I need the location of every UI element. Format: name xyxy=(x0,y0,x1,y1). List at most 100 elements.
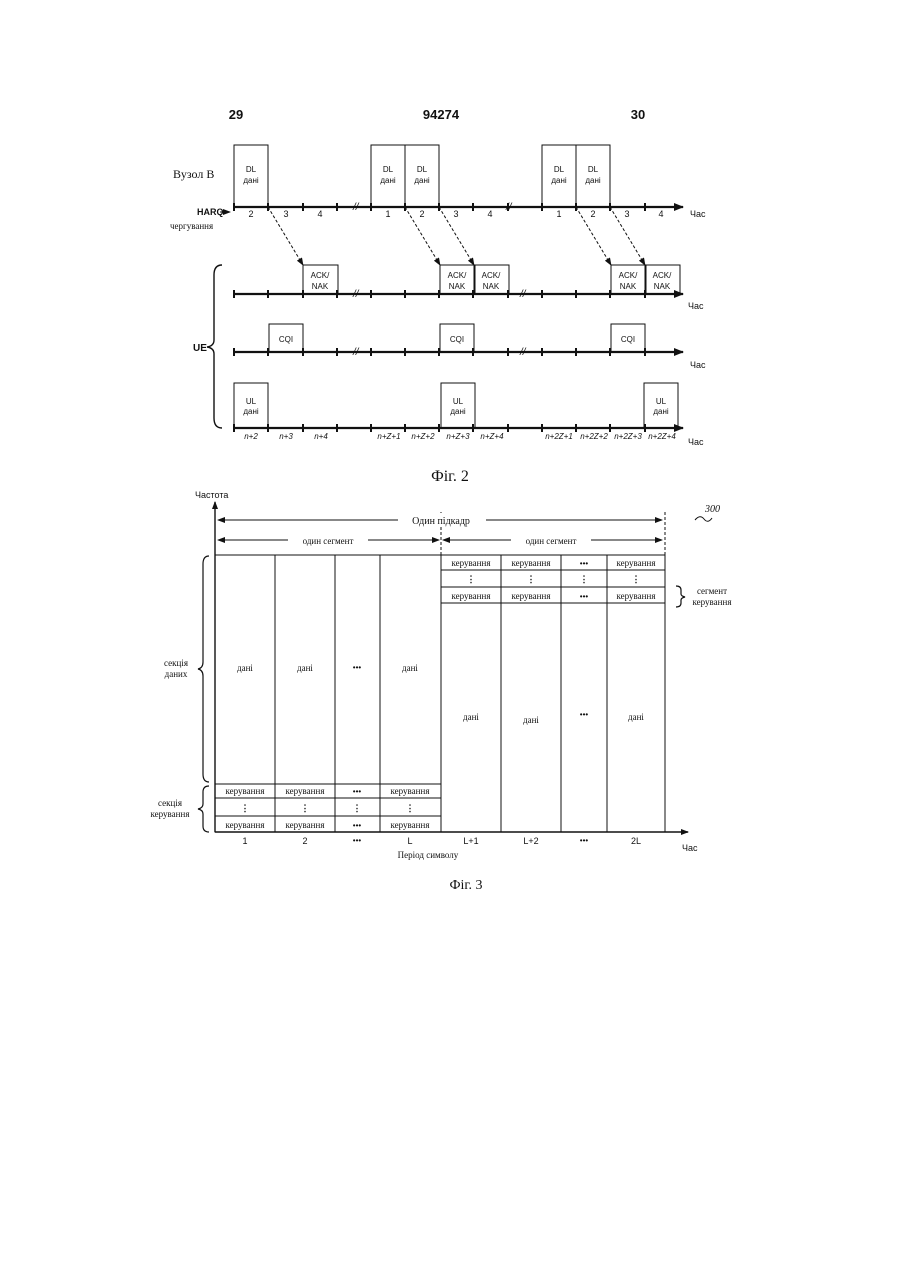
svg-text:DL: DL xyxy=(383,165,394,174)
cqi-time-label: Час xyxy=(690,360,706,370)
ack-nak-box: ACK/ NAK xyxy=(440,265,475,294)
svg-text:CQI: CQI xyxy=(279,335,293,344)
patent-number: 94274 xyxy=(423,107,460,122)
data-section-brace xyxy=(198,556,209,782)
harq-label: HARQ xyxy=(197,207,224,217)
harq-tick-label: 4 xyxy=(487,209,492,219)
fig2-diagram: Вузол В Час HARQ чергування // // DL дан… xyxy=(170,145,706,485)
svg-text:DL: DL xyxy=(246,165,257,174)
ul-box: UL дані xyxy=(644,383,678,428)
symbol-tick-label: L xyxy=(407,836,412,846)
vertical-ellipsis: ⋮ xyxy=(241,803,250,813)
ack-nak-box: ACK/ NAK xyxy=(645,265,680,294)
svg-text:DL: DL xyxy=(554,165,565,174)
ul-time-label: Час xyxy=(688,437,704,447)
node-b-time-label: Час xyxy=(690,209,706,219)
ue-brace xyxy=(207,265,222,428)
ue-tick-label: n+Z+2 xyxy=(411,432,435,441)
svg-text:NAK: NAK xyxy=(620,282,637,291)
harq-tick-label: 2 xyxy=(248,209,253,219)
harq-tick-label: 4 xyxy=(317,209,322,219)
control-cell: керування xyxy=(226,820,265,830)
ue-tick-label: n+2Z+3 xyxy=(614,432,642,441)
time-label: Час xyxy=(682,843,698,853)
page-number-right: 30 xyxy=(631,107,645,122)
svg-text:дані: дані xyxy=(243,176,259,185)
control-section-brace xyxy=(198,786,209,832)
data-cell: дані xyxy=(463,712,479,722)
control-cell: керування xyxy=(617,591,656,601)
node-b-label: Вузол В xyxy=(173,167,214,181)
svg-text:ACK/: ACK/ xyxy=(448,271,467,280)
ue-tick-label: n+3 xyxy=(279,432,293,441)
ellipsis: ••• xyxy=(353,787,362,796)
interlace-label: чергування xyxy=(170,221,213,231)
svg-text:ACK/: ACK/ xyxy=(619,271,638,280)
svg-text:NAK: NAK xyxy=(654,282,671,291)
svg-text:UL: UL xyxy=(453,397,464,406)
ellipsis: ••• xyxy=(580,592,589,601)
svg-text:дані: дані xyxy=(585,176,601,185)
svg-text:дані: дані xyxy=(243,407,259,416)
reference-numeral: 300 xyxy=(704,504,720,515)
cqi-box: CQI xyxy=(440,324,474,352)
vertical-ellipsis: ⋮ xyxy=(353,803,362,813)
harq-tick-label: 3 xyxy=(453,209,458,219)
ue-tick-label: n+2 xyxy=(244,432,258,441)
svg-text:UL: UL xyxy=(656,397,667,406)
svg-text:дані: дані xyxy=(414,176,430,185)
svg-text:ACK/: ACK/ xyxy=(482,271,501,280)
data-cell: дані xyxy=(523,715,539,725)
svg-text:NAK: NAK xyxy=(483,282,500,291)
dl-box: DL дані xyxy=(234,145,268,207)
control-section-label: секція xyxy=(158,798,182,808)
ue-tick-label: n+2Z+4 xyxy=(648,432,676,441)
symbol-tick-label: 2L xyxy=(631,836,641,846)
svg-text:CQI: CQI xyxy=(450,335,464,344)
ue-tick-label: n+Z+3 xyxy=(446,432,470,441)
symbol-tick-label: 1 xyxy=(242,836,247,846)
svg-text:UL: UL xyxy=(246,397,257,406)
ellipsis: ••• xyxy=(353,821,362,830)
control-cell: керування xyxy=(391,786,430,796)
svg-text:дані: дані xyxy=(450,407,466,416)
ul-box: UL дані xyxy=(441,383,475,428)
ack-time-label: Час xyxy=(688,301,704,311)
symbol-tick-label: L+1 xyxy=(463,836,478,846)
vertical-ellipsis: ⋮ xyxy=(467,574,476,584)
svg-text:CQI: CQI xyxy=(621,335,635,344)
vertical-ellipsis: ⋮ xyxy=(580,574,589,584)
dl-box: DL дані xyxy=(576,145,610,207)
harq-tick-label: 3 xyxy=(283,209,288,219)
cqi-box: CQI xyxy=(269,324,303,352)
control-cell: керування xyxy=(226,786,265,796)
control-cell: керування xyxy=(286,820,325,830)
subframe-label: Один підкадр xyxy=(412,516,470,527)
harq-tick-label: 1 xyxy=(556,209,561,219)
data-cell: дані xyxy=(402,663,418,673)
svg-text:DL: DL xyxy=(588,165,599,174)
harq-tick-label: 2 xyxy=(590,209,595,219)
segment-label: один сегмент xyxy=(303,536,354,546)
vertical-ellipsis: ⋮ xyxy=(301,803,310,813)
symbol-period-label: Період символу xyxy=(398,850,459,860)
svg-text:дані: дані xyxy=(551,176,567,185)
vertical-ellipsis: ⋮ xyxy=(406,803,415,813)
dl-box: DL дані xyxy=(405,145,439,207)
ue-label: UE xyxy=(193,343,207,354)
dl-box: DL дані xyxy=(542,145,576,207)
ellipsis: ••• xyxy=(580,710,589,719)
fig3-diagram: Частота Час Один підкадр один сегмент од… xyxy=(151,490,732,893)
symbol-tick-label: L+2 xyxy=(523,836,538,846)
svg-text:ACK/: ACK/ xyxy=(311,271,330,280)
fig2-caption: Фіг. 2 xyxy=(431,468,469,485)
harq-tick-label: 4 xyxy=(658,209,663,219)
ue-tick-label: n+Z+4 xyxy=(480,432,504,441)
cqi-box: CQI xyxy=(611,324,645,352)
ul-box: UL дані xyxy=(234,383,268,428)
symbol-tick-label: ••• xyxy=(580,836,589,845)
data-cell: дані xyxy=(237,663,253,673)
control-cell: керування xyxy=(391,820,430,830)
frequency-label: Частота xyxy=(195,490,228,500)
